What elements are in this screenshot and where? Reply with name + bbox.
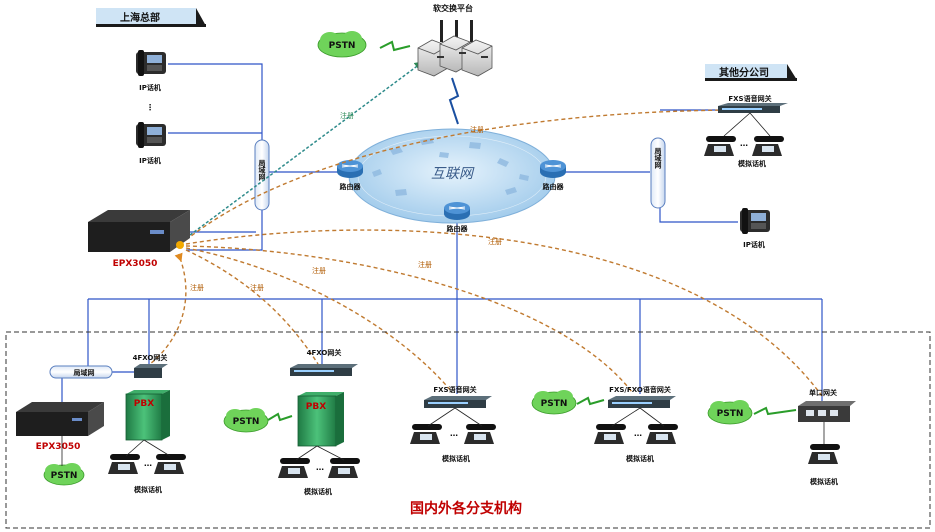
hq-label: 上海总部 <box>120 11 160 24</box>
fxsfxo-label: FXS/FXO语音网关 <box>609 385 671 394</box>
analog-phones-left: … 模拟话机 <box>108 454 186 494</box>
ip-phone-1-label: IP话机 <box>139 83 161 92</box>
fxs-top-label: FXS语音网关 <box>728 94 771 103</box>
gateway-single: 单口网关 <box>798 388 856 422</box>
pbx-mid: PBX <box>297 392 344 447</box>
analog-left-dots: … <box>144 459 152 468</box>
epx-branch: EPX3050 <box>16 402 104 452</box>
internet-label: 互联网 <box>431 166 475 182</box>
pstn-label-single: PSTN <box>717 409 744 419</box>
4fxo-mid-label: 4FXO网关 <box>307 348 342 357</box>
pstn-label-top: PSTN <box>329 41 356 51</box>
router-bottom-label: 路由器 <box>447 224 469 233</box>
gateway-4fxo-mid: 4FXO网关 <box>290 348 358 376</box>
analog-phones-mid: … 模拟话机 <box>278 458 360 496</box>
branch-region-title: 国内外各分支机构 <box>410 500 522 517</box>
register-label-branch: 注册 <box>470 125 484 134</box>
register-links: 注册 注册 注册 注册 注册 注册 注册 <box>149 61 823 397</box>
ip-phone-2: IP话机 <box>136 122 166 165</box>
gateway-fxs-top: FXS语音网关 <box>718 94 788 113</box>
pbx-left: PBX <box>125 390 170 441</box>
epx-hq-label: EPX3050 <box>113 259 158 269</box>
analog-fxs-dots: … <box>450 429 458 438</box>
pstn-cloud-left: PSTN <box>43 463 85 486</box>
single-gw-label: 单口网关 <box>809 388 837 397</box>
router-bottom: 路由器 <box>444 202 470 233</box>
lan-hq: 局域网 <box>254 139 270 211</box>
analog-left-label: 模拟话机 <box>134 485 162 494</box>
pstn-cloud-mid: PSTN <box>223 408 293 433</box>
lan-bottom-left: 局域网 <box>49 365 113 379</box>
router-left-label: 路由器 <box>340 182 362 191</box>
softswitch-label: 软交换平台 <box>433 3 473 13</box>
register-label-fxs: 注册 <box>312 266 326 275</box>
pbx-mid-label: PBX <box>306 402 326 412</box>
pstn-label-left: PSTN <box>51 471 78 481</box>
epx-branch-label: EPX3050 <box>36 442 81 452</box>
analog-fxsfxo-dots: … <box>634 429 642 438</box>
epx-hq: EPX3050 <box>88 210 190 269</box>
branch-tag: 其他分公司 <box>705 64 797 81</box>
analog-phones-branch: … 模拟话机 <box>704 136 784 168</box>
gateway-fxsfxo: FXS/FXO语音网关 <box>608 385 676 408</box>
analog-branch-dots: … <box>740 139 748 148</box>
router-right: 路由器 <box>540 160 566 191</box>
gateway-fxs-bottom: FXS语音网关 <box>424 385 492 408</box>
ip-phone-1: IP话机 <box>136 50 166 92</box>
analog-phone-single: 模拟话机 <box>808 444 840 486</box>
softswitch-platform: 软交换平台 <box>379 3 493 125</box>
ip-phone-2-label: IP话机 <box>139 156 161 165</box>
register-label-epx: 注册 <box>190 283 204 292</box>
analog-branch-label: 模拟话机 <box>738 159 766 168</box>
pstn-cloud-top: PSTN <box>317 31 367 58</box>
analog-fxs-label: 模拟话机 <box>442 454 470 463</box>
analog-mid-label: 模拟话机 <box>304 487 332 496</box>
pbx-left-label: PBX <box>134 399 154 409</box>
ip-phone-ellipsis: ⋮ <box>146 103 154 112</box>
router-right-label: 路由器 <box>543 182 565 191</box>
ip-phone-branch-label: IP话机 <box>743 240 765 249</box>
server-icon <box>417 35 493 77</box>
register-label-fxsfxo: 注册 <box>418 260 432 269</box>
blue-links <box>61 63 823 402</box>
analog-mid-dots: … <box>316 463 324 472</box>
pstn-cloud-fxsfxo: PSTN <box>531 390 605 415</box>
lan-bottom-label: 局域网 <box>74 368 95 377</box>
analog-fxsfxo-label: 模拟话机 <box>626 454 654 463</box>
pstn-label-mid: PSTN <box>233 417 260 427</box>
register-label-single: 注册 <box>488 237 502 246</box>
router-left: 路由器 <box>337 160 363 191</box>
pstn-cloud-single: PSTN <box>707 400 797 425</box>
analog-single-label: 模拟话机 <box>810 477 838 486</box>
fxs-bottom-label: FXS语音网关 <box>433 385 476 394</box>
ip-phone-branch: IP话机 <box>740 208 770 249</box>
hq-tag: 上海总部 <box>96 8 206 27</box>
analog-phones-fxsfxo: … 模拟话机 <box>594 424 678 463</box>
analog-phones-fxs: … 模拟话机 <box>410 424 496 463</box>
lan-branch: 局域网 <box>650 137 666 209</box>
register-label-softswitch: 注册 <box>340 111 354 120</box>
branch-label: 其他分公司 <box>719 66 769 79</box>
register-label-4fxo: 注册 <box>250 283 264 292</box>
gateway-4fxo-left: 4FXO网关 <box>133 353 168 378</box>
4fxo-left-label: 4FXO网关 <box>133 353 168 362</box>
phone-wires <box>61 112 825 466</box>
pstn-label-fxsfxo: PSTN <box>541 399 568 409</box>
lan-hq-label: 局域网 <box>258 159 266 182</box>
lan-branch-label: 局域网 <box>654 147 662 170</box>
